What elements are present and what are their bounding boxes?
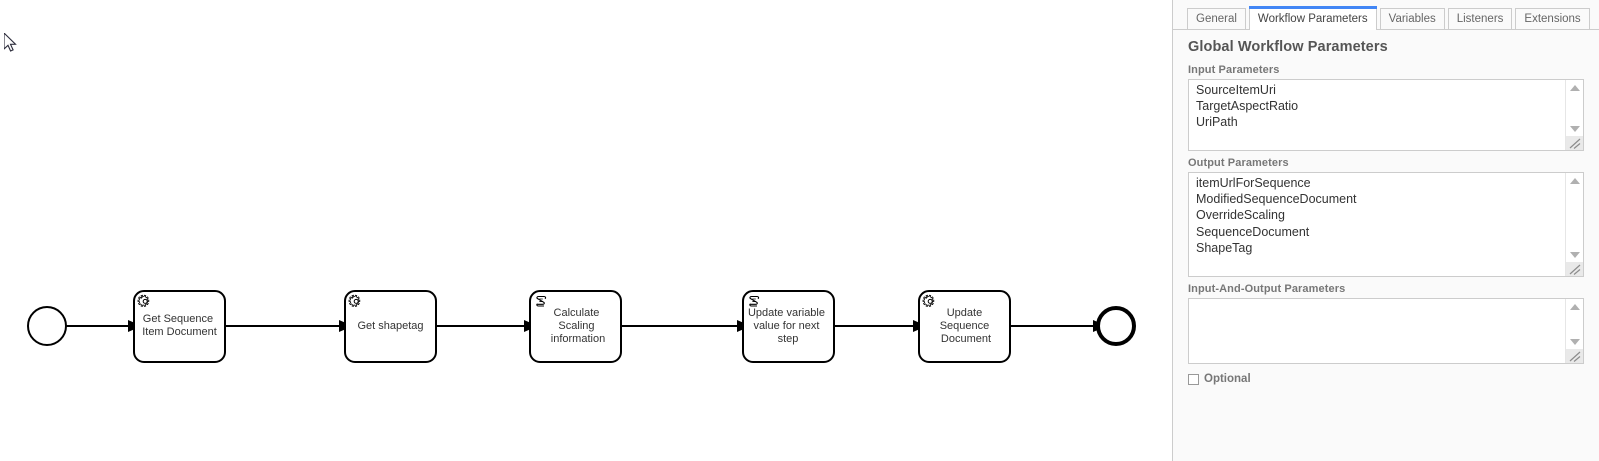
input-parameters-label: Input Parameters — [1188, 64, 1280, 76]
start-event[interactable] — [27, 306, 67, 346]
tab-variables[interactable]: Variables — [1379, 8, 1445, 29]
optional-label: Optional — [1204, 373, 1251, 385]
task-label: Calculate Scaling information — [551, 307, 605, 345]
task-get-sequence-item-document[interactable]: Get Sequence Item Document — [133, 290, 226, 363]
output-parameters-items: itemUrlForSequence ModifiedSequenceDocum… — [1189, 175, 1565, 256]
list-item[interactable]: itemUrlForSequence — [1196, 176, 1311, 190]
scroll-up-icon[interactable] — [1566, 299, 1583, 314]
input-output-parameters-label: Input-And-Output Parameters — [1188, 283, 1346, 295]
output-parameters-list[interactable]: itemUrlForSequence ModifiedSequenceDocum… — [1188, 172, 1584, 277]
task-label: Update variable value for next step — [748, 307, 828, 345]
list-item[interactable]: SourceItemUri — [1196, 83, 1276, 97]
task-shape[interactable] — [344, 290, 437, 363]
resize-grip-icon[interactable] — [1566, 349, 1583, 363]
workflow-parameters-pane: Global Workflow Parameters Input Paramet… — [1173, 30, 1599, 461]
page-title: Global Workflow Parameters — [1188, 39, 1388, 55]
bpmn-canvas[interactable]: Get Sequence Item Document Get shapetag — [0, 0, 1172, 461]
tab-extensions[interactable]: Extensions — [1515, 8, 1590, 29]
task-shape[interactable] — [133, 290, 226, 363]
tab-workflow-parameters[interactable]: Workflow Parameters — [1248, 6, 1377, 30]
list-item[interactable]: TargetAspectRatio — [1196, 99, 1299, 114]
output-parameters-scrollbar[interactable] — [1565, 173, 1583, 276]
task-shape[interactable] — [742, 290, 835, 363]
list-item[interactable]: SequenceDocument — [1196, 224, 1310, 239]
task-shape[interactable] — [529, 290, 622, 363]
gear-icon — [137, 294, 150, 307]
output-parameters-group: Output Parameters itemUrlForSequence Mod… — [1188, 157, 1584, 277]
output-parameters-label: Output Parameters — [1188, 157, 1289, 169]
scroll-up-icon[interactable] — [1566, 173, 1583, 188]
list-item[interactable]: ModifiedSequenceDocument — [1196, 192, 1357, 207]
task-label: Get shapetag — [357, 320, 423, 332]
end-event[interactable] — [1096, 306, 1136, 346]
scroll-up-icon[interactable] — [1566, 80, 1583, 95]
task-label: Update Sequence Document — [940, 307, 993, 345]
properties-tab-strip: General Workflow Parameters Variables Li… — [1173, 6, 1599, 30]
task-shape[interactable] — [918, 290, 1011, 363]
script-icon — [749, 295, 760, 307]
input-parameters-scrollbar[interactable] — [1565, 80, 1583, 150]
list-item[interactable]: ShapeTag — [1196, 240, 1253, 255]
list-item[interactable]: OverrideScaling — [1196, 208, 1285, 223]
task-get-shapetag[interactable]: Get shapetag — [344, 290, 437, 363]
tab-listeners[interactable]: Listeners — [1447, 8, 1513, 29]
list-item[interactable]: UriPath — [1196, 115, 1238, 130]
scroll-down-icon[interactable] — [1566, 334, 1583, 349]
tab-general[interactable]: General — [1187, 8, 1246, 29]
optional-checkbox[interactable] — [1188, 373, 1199, 385]
scroll-down-icon[interactable] — [1566, 247, 1583, 262]
input-output-parameters-scrollbar[interactable] — [1565, 299, 1583, 363]
input-output-parameters-group: Input-And-Output Parameters — [1188, 283, 1584, 364]
scroll-down-icon[interactable] — [1566, 121, 1583, 136]
script-icon — [536, 295, 547, 307]
task-calculate-scaling-information[interactable]: Calculate Scaling information — [529, 290, 622, 363]
resize-grip-icon[interactable] — [1566, 136, 1583, 150]
gear-icon — [348, 294, 361, 307]
resize-grip-icon[interactable] — [1566, 262, 1583, 276]
task-update-variable-value[interactable]: Update variable value for next step — [742, 290, 835, 363]
input-output-parameters-list[interactable] — [1188, 298, 1584, 364]
gear-icon — [922, 294, 935, 307]
bpmn-diagram[interactable]: Get Sequence Item Document Get shapetag — [0, 0, 1172, 461]
task-label: Get Sequence Item Document — [142, 313, 217, 338]
input-parameters-items: SourceItemUri TargetAspectRatio UriPath — [1189, 82, 1565, 131]
optional-row[interactable]: Optional — [1188, 373, 1584, 385]
input-parameters-list[interactable]: SourceItemUri TargetAspectRatio UriPath — [1188, 79, 1584, 151]
properties-panel: General Workflow Parameters Variables Li… — [1172, 0, 1599, 461]
input-parameters-group: Input Parameters SourceItemUri TargetAsp… — [1188, 64, 1584, 151]
task-update-sequence-document[interactable]: Update Sequence Document — [918, 290, 1011, 363]
